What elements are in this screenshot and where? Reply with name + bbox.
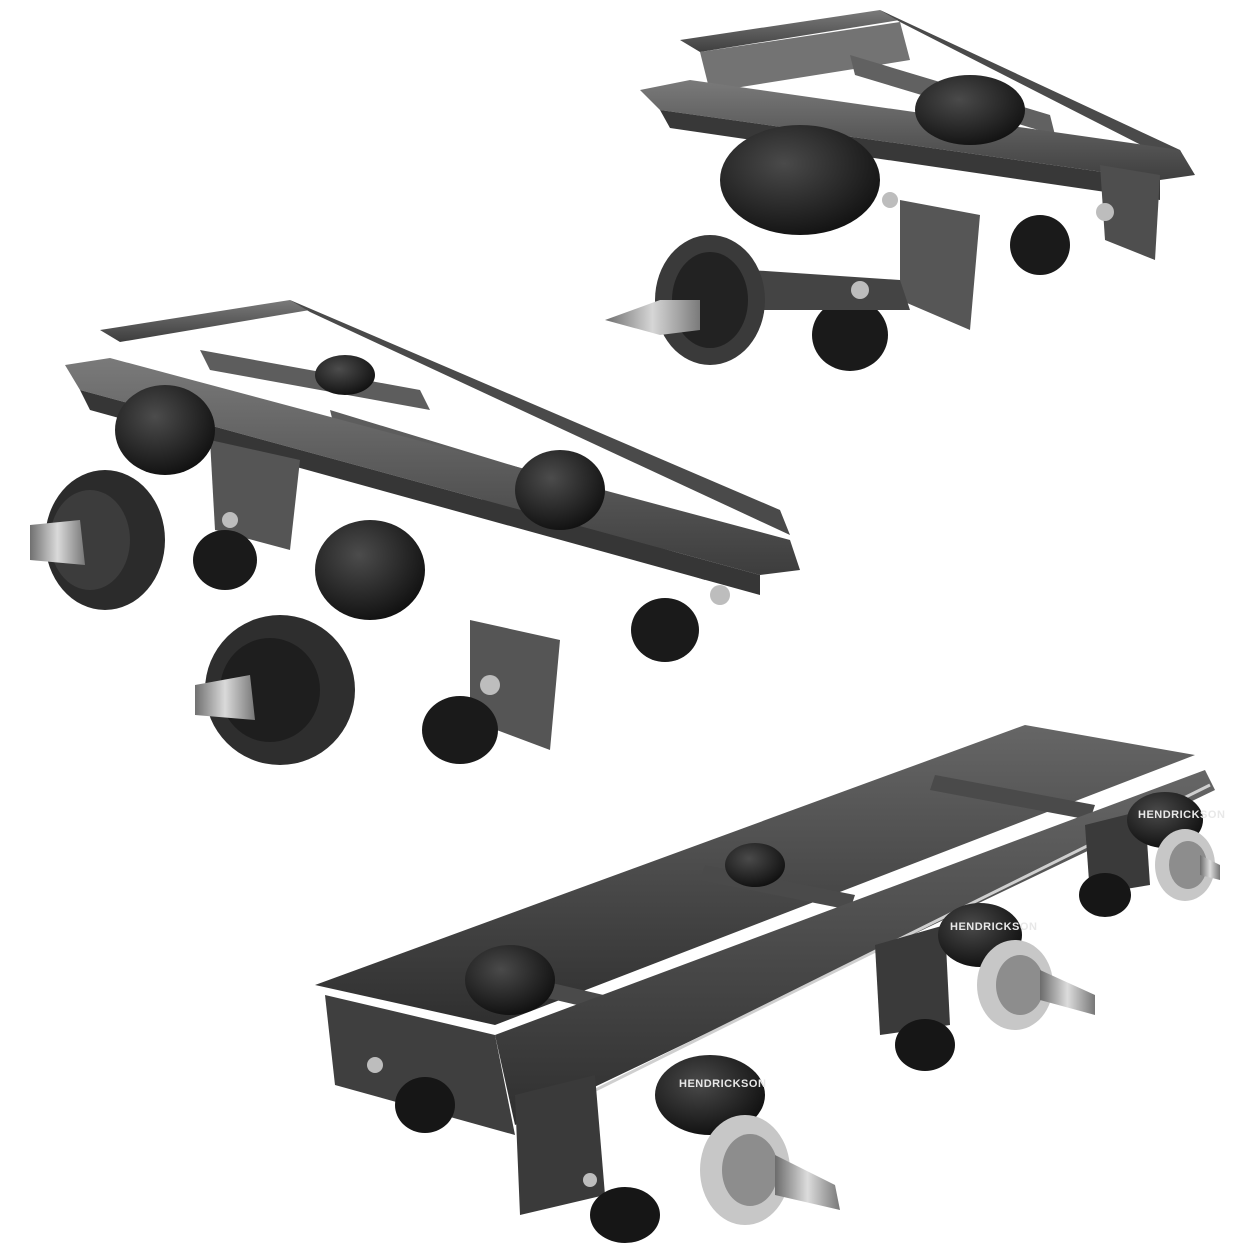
spindle xyxy=(1200,855,1220,880)
brake-chamber xyxy=(1079,873,1131,917)
spindle xyxy=(605,300,700,335)
tridem-axle-suspension: HENDRICKSON HENDRICKSON HENDRICKSON xyxy=(295,715,1225,1245)
tridem-axle-illustration: HENDRICKSON HENDRICKSON HENDRICKSON xyxy=(315,725,1225,1243)
hanger-bracket xyxy=(515,1075,605,1215)
air-spring xyxy=(115,385,215,475)
brand-label-2: HENDRICKSON xyxy=(950,921,1037,933)
single-axle-suspension xyxy=(600,0,1200,390)
frame-rail-front xyxy=(640,80,1195,180)
brake-chamber xyxy=(395,1077,455,1133)
air-spring xyxy=(915,75,1025,145)
brake-chamber xyxy=(590,1187,660,1243)
air-spring xyxy=(655,1055,765,1135)
frame-rail-back xyxy=(680,10,900,52)
air-spring xyxy=(315,355,375,395)
cross-member xyxy=(700,22,910,92)
brake-chamber xyxy=(812,299,888,371)
brand-label-1: HENDRICKSON xyxy=(679,1078,766,1090)
brake-chamber xyxy=(895,1019,955,1071)
hanger-bracket xyxy=(875,925,950,1035)
brake-chamber xyxy=(422,696,498,764)
frame-rail-front xyxy=(65,358,800,575)
tandem-axle-suspension xyxy=(0,290,810,790)
frame-rail-front xyxy=(495,770,1215,1125)
air-spring xyxy=(515,450,605,530)
single-axle-illustration xyxy=(605,10,1195,371)
air-spring xyxy=(725,843,785,887)
cross-member xyxy=(930,775,1095,820)
spindle xyxy=(775,1155,840,1210)
air-spring xyxy=(315,520,425,620)
hub xyxy=(195,675,255,720)
air-spring xyxy=(720,125,880,235)
hub xyxy=(30,520,85,565)
trailing-arm xyxy=(750,270,910,310)
spindle xyxy=(1040,970,1095,1015)
hanger-bracket xyxy=(900,200,980,330)
brand-label-3: HENDRICKSON xyxy=(1138,809,1225,821)
cross-member xyxy=(200,350,430,410)
tandem-axle-illustration xyxy=(30,300,800,765)
brake-chamber xyxy=(193,530,257,590)
frame-rail-back xyxy=(100,300,310,342)
brake-chamber xyxy=(631,598,699,662)
hanger-bracket xyxy=(1100,165,1160,260)
brake-chamber xyxy=(1010,215,1070,275)
end-plate xyxy=(325,995,515,1135)
air-spring xyxy=(465,945,555,1015)
